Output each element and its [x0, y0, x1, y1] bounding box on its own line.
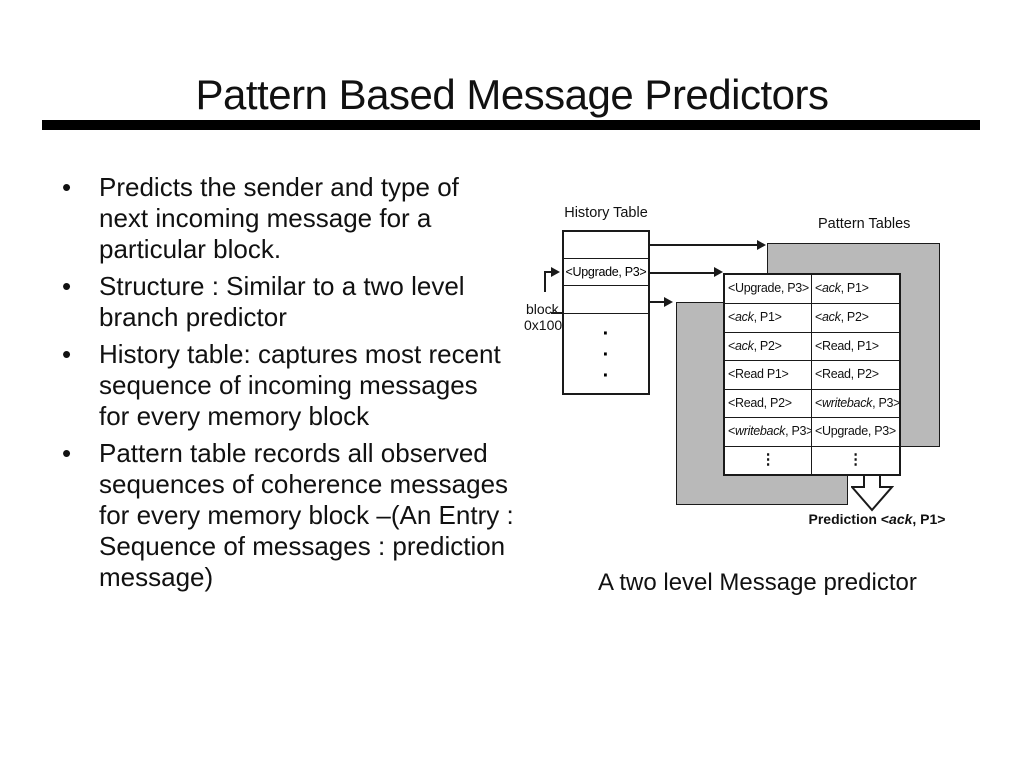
history-table: <Upgrade, P3> ··· — [562, 230, 650, 395]
history-row-empty — [564, 286, 648, 314]
history-dot: · — [602, 323, 610, 345]
pattern-cell: <Read, P1> — [812, 331, 899, 360]
prediction-label: Prediction <ack, P1> — [792, 511, 962, 527]
hook-arrow-vertical — [544, 272, 546, 292]
pattern-cell: ⋮ — [725, 445, 812, 474]
history-row-empty — [564, 232, 648, 259]
bullet-item: Pattern table records all observed seque… — [60, 438, 515, 593]
prediction-suffix: , P1> — [912, 511, 946, 527]
pattern-table: <Upgrade, P3><ack, P1><ack, P1><ack, P2>… — [723, 273, 901, 476]
pattern-cell: <ack, P2> — [812, 303, 899, 331]
prediction-arrow-icon — [851, 474, 894, 512]
page-title: Pattern Based Message Predictors — [195, 71, 830, 118]
arrow-line-row3 — [650, 301, 664, 303]
history-dot: · — [602, 344, 610, 366]
pattern-cell: <writeback, P3> — [812, 388, 899, 417]
bullet-list: Predicts the sender and type of next inc… — [60, 172, 515, 599]
pattern-cell: <ack, P2> — [725, 331, 812, 361]
pattern-cell: <Upgrade, P3> — [725, 275, 812, 304]
block-label-tick — [551, 312, 562, 314]
pattern-tables-label: Pattern Tables — [818, 216, 911, 232]
prediction-prefix: Prediction < — [808, 511, 890, 527]
history-dots: ··· — [564, 314, 648, 392]
history-row-entry: <Upgrade, P3> — [564, 259, 648, 286]
figure-caption: A two level Message predictor — [598, 569, 917, 596]
title-underline — [42, 120, 980, 130]
hook-arrowhead-icon — [551, 266, 560, 277]
pattern-cell: <Read, P2> — [812, 360, 899, 388]
arrowhead-row2-icon — [714, 267, 723, 277]
arrowhead-row3-icon — [664, 296, 673, 307]
history-table-label: History Table — [564, 205, 648, 221]
pattern-cell: <ack, P1> — [725, 303, 812, 332]
hook-arrow-horizontal — [544, 271, 552, 273]
arrow-line-row1 — [650, 244, 757, 246]
pattern-cell: <writeback, P3> — [725, 417, 812, 446]
arrow-line-row2 — [650, 271, 714, 274]
block-label-line1: block — [526, 301, 559, 317]
block-label-line2: 0x100 — [524, 317, 563, 333]
prediction-message: ack — [889, 511, 913, 527]
arrowhead-row1-icon — [757, 239, 766, 250]
bullet-item: Predicts the sender and type of next inc… — [60, 172, 515, 265]
title-bar: Pattern Based Message Predictors — [0, 72, 1024, 118]
pattern-cell: <Upgrade, P3> — [812, 417, 899, 445]
bullet-item: History table: captures most recent sequ… — [60, 339, 515, 432]
history-dot: · — [602, 365, 610, 387]
pattern-cell: <ack, P1> — [815, 281, 869, 295]
pattern-cell: <Read, P2> — [725, 388, 812, 418]
pattern-cell: <Read P1> — [725, 360, 812, 389]
pattern-cell: ⋮ — [812, 445, 899, 474]
bullet-item: Structure : Similar to a two level branc… — [60, 271, 515, 333]
